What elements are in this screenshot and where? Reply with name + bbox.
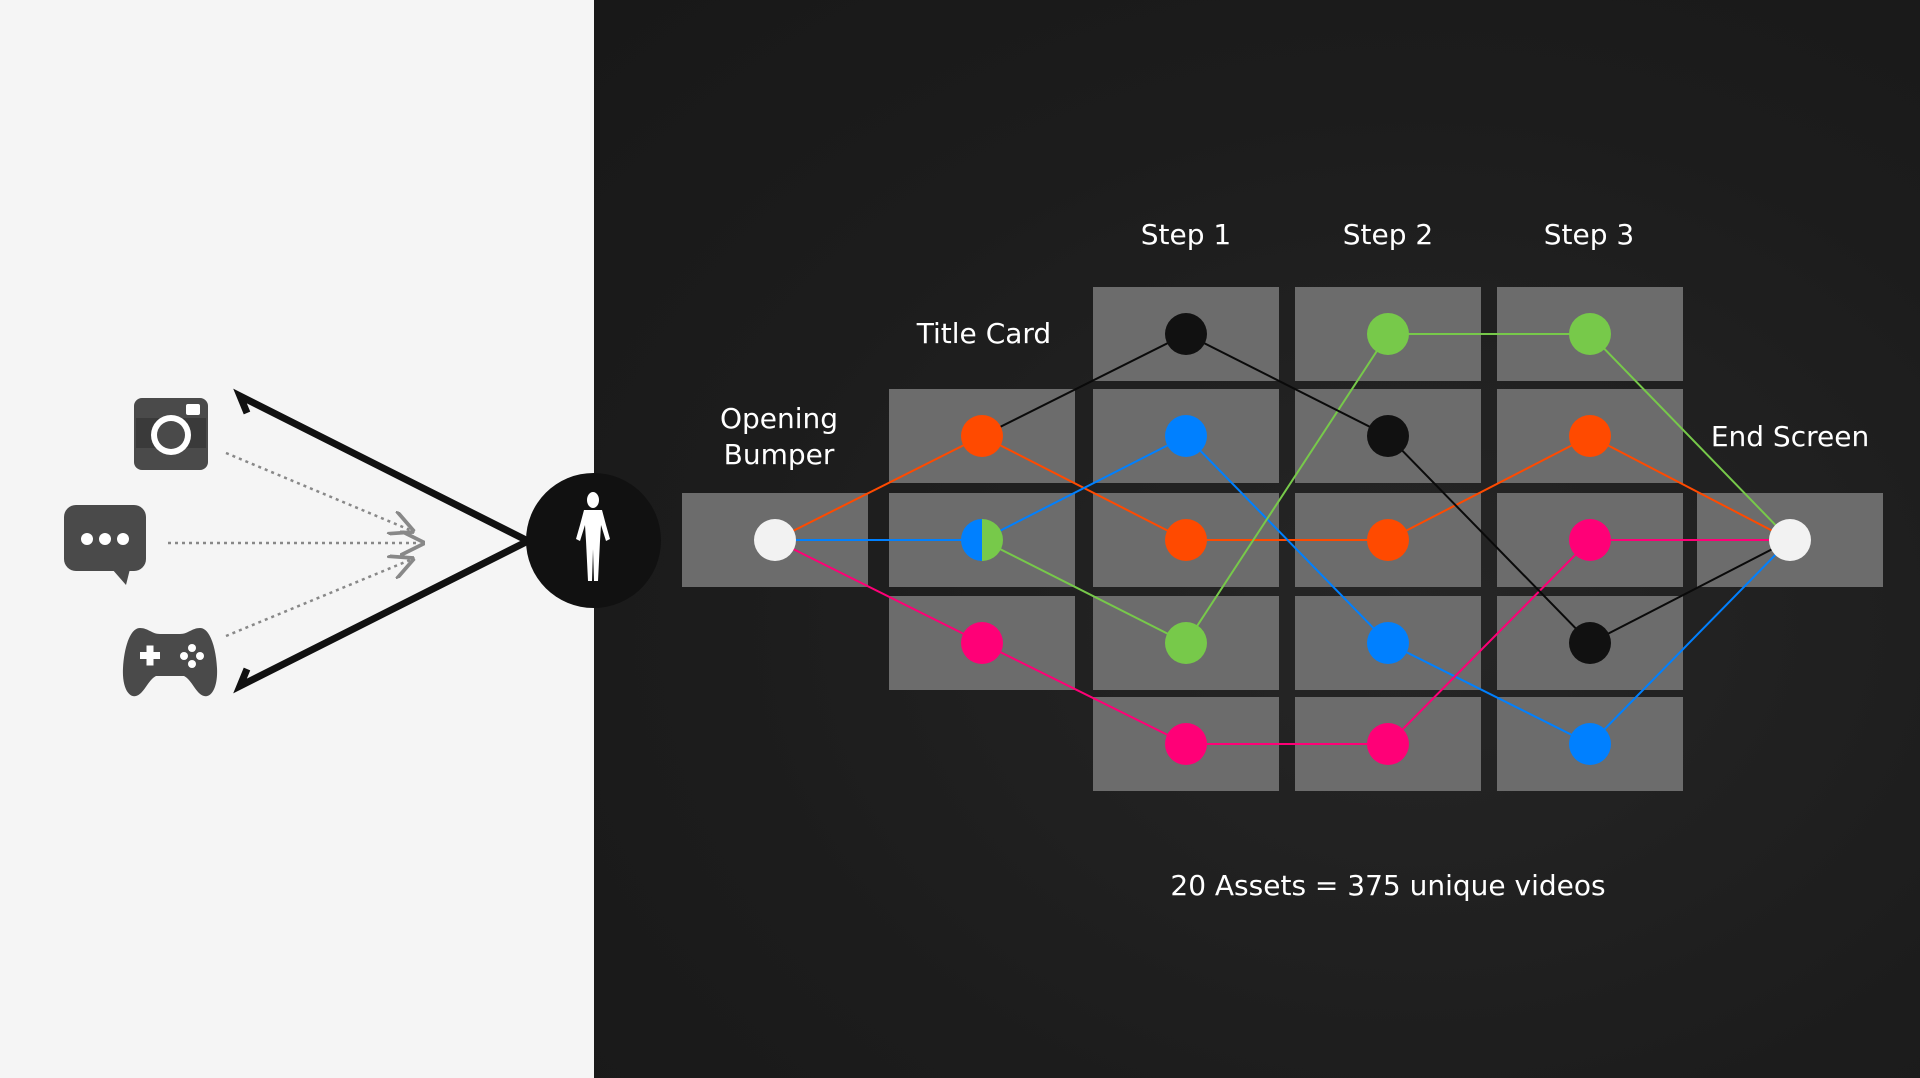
node-step2-0-green xyxy=(1367,313,1409,355)
node-title-1-orange xyxy=(961,415,1003,457)
label-end-screen: End Screen xyxy=(1710,420,1870,453)
node-step2-3-blue xyxy=(1367,622,1409,664)
node-step2-2-orange xyxy=(1367,519,1409,561)
node-step2-4-pink xyxy=(1367,723,1409,765)
node-step1-1-blue xyxy=(1165,415,1207,457)
arrow-camera xyxy=(225,451,410,530)
node-step1-3-green xyxy=(1165,622,1207,664)
node-title-3-pink xyxy=(961,622,1003,664)
node-end-2-white xyxy=(1769,519,1811,561)
node-step3-4-blue xyxy=(1569,723,1611,765)
summary-text: 20 Assets = 375 unique videos xyxy=(1170,869,1606,902)
node-title-2-blue-green-left-half xyxy=(961,519,982,561)
node-step3-2-pink xyxy=(1569,519,1611,561)
path-pink xyxy=(774,539,1790,745)
arrow-gamepad xyxy=(225,560,410,638)
camera-icon xyxy=(134,398,208,470)
label-step1: Step 1 xyxy=(1140,218,1232,251)
person-silhouette-icon xyxy=(526,473,661,608)
node-step1-2-orange xyxy=(1165,519,1207,561)
node-title-2-blue-green xyxy=(961,519,1003,561)
path-blue xyxy=(775,434,1791,746)
node-step1-4-pink xyxy=(1165,723,1207,765)
label-title-card: Title Card xyxy=(916,317,1052,350)
node-title-2-blue-green-right-half xyxy=(982,519,1003,561)
node-step2-1-black xyxy=(1367,415,1409,457)
node-step3-3-black xyxy=(1569,622,1611,664)
gamepad-icon xyxy=(122,628,218,697)
node-step3-1-orange xyxy=(1569,415,1611,457)
label-opening-bumper: Opening Bumper xyxy=(719,402,839,471)
node-bumper-2-white xyxy=(754,519,796,561)
chat-bubble-icon xyxy=(64,505,146,585)
node-step3-0-green xyxy=(1569,313,1611,355)
label-step2: Step 2 xyxy=(1342,218,1434,251)
node-step1-0-black xyxy=(1165,313,1207,355)
label-step3: Step 3 xyxy=(1543,218,1635,251)
